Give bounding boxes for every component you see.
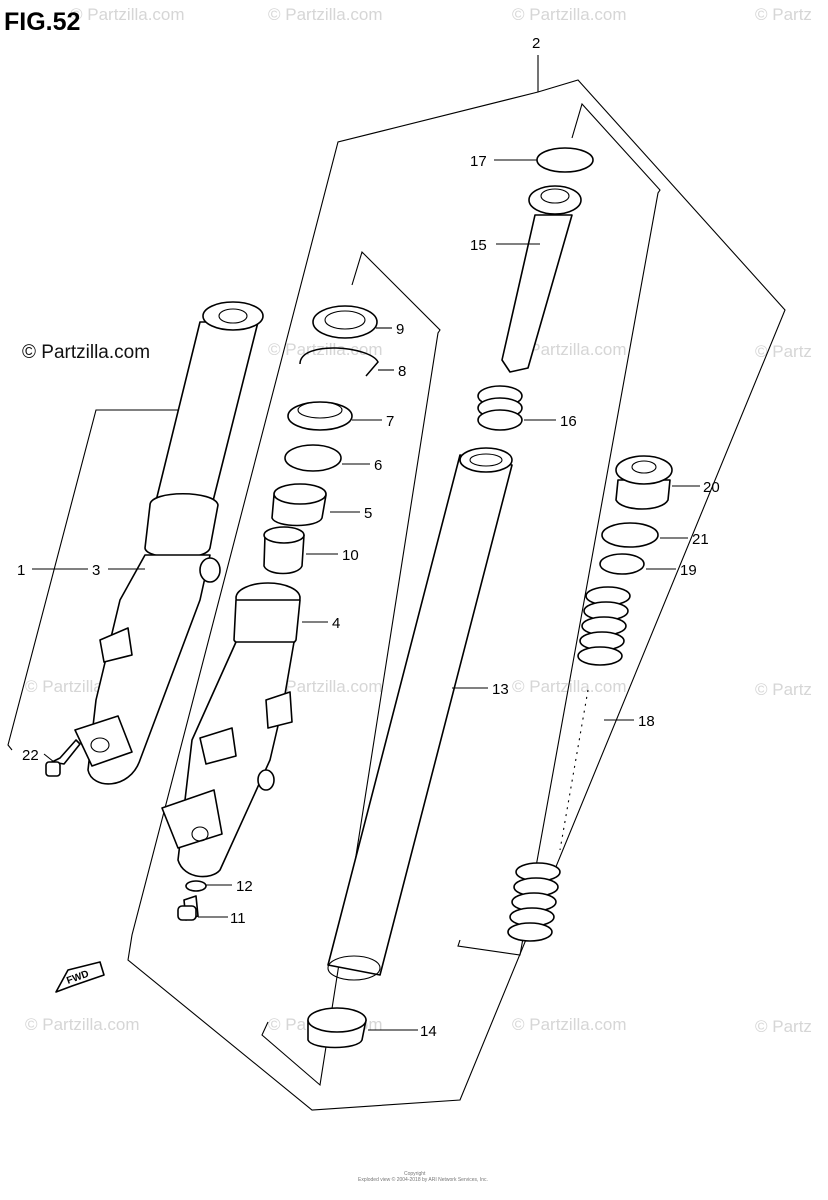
callout-18: 18 — [638, 713, 655, 730]
callout-labels: 1 2 3 4 5 6 7 8 9 10 11 12 13 14 15 16 1… — [17, 35, 720, 1040]
callout-1: 1 — [17, 562, 25, 579]
callout-13: 13 — [492, 681, 509, 698]
watermark: © Partz — [755, 342, 812, 361]
callout-19: 19 — [680, 562, 697, 579]
watermark-layer: © Partzilla.com © Partzilla.com © Partzi… — [25, 5, 812, 1036]
oil-seal-part-7 — [287, 401, 353, 431]
outer-tube-part-4 — [161, 582, 301, 878]
bushing-part-10 — [263, 526, 305, 575]
washer-part-12 — [185, 880, 207, 892]
cap-bolt-part-20 — [615, 455, 673, 510]
cylinder-part-15 — [501, 185, 582, 373]
watermark: © Partzilla.com — [512, 340, 627, 359]
inner-tube-part-13 — [327, 447, 513, 981]
spring-part-18 — [507, 586, 631, 942]
watermark: © Partzilla.com — [512, 677, 627, 696]
callout-15: 15 — [470, 237, 487, 254]
watermark: © Partz — [755, 1017, 812, 1036]
watermark: © Partz — [755, 680, 812, 699]
washer-part-6 — [284, 444, 342, 472]
callout-12: 12 — [236, 878, 253, 895]
callout-4: 4 — [332, 615, 340, 632]
forward-arrow-icon: FWD — [55, 961, 105, 993]
bracket-left-group — [7, 409, 188, 751]
callout-21: 21 — [692, 531, 709, 548]
bushing-part-5 — [271, 483, 327, 527]
callout-22: 22 — [22, 747, 39, 764]
watermark: © Partzilla.com — [512, 5, 627, 24]
watermark: © Partzilla.com — [25, 1015, 140, 1034]
dust-seal-part-9 — [312, 305, 378, 339]
watermark: © Partz — [755, 5, 812, 24]
callout-20: 20 — [703, 479, 720, 496]
callout-3: 3 — [92, 562, 100, 579]
bolt-part-11 — [177, 895, 199, 921]
partzilla-copyright: © Partzilla.com — [22, 342, 150, 363]
slide-bushing-part-14 — [307, 1007, 367, 1049]
stopper-ring-part-8 — [299, 347, 379, 377]
callout-5: 5 — [364, 505, 372, 522]
ring-part-17 — [536, 147, 594, 173]
callout-8: 8 — [398, 363, 406, 380]
callout-16: 16 — [560, 413, 577, 430]
bolt-part-22 — [45, 739, 81, 777]
callout-11: 11 — [230, 910, 246, 927]
callout-6: 6 — [374, 457, 382, 474]
bracket-tube-group — [261, 250, 441, 1087]
spring-part-16 — [477, 385, 523, 431]
footer-copyright-line1: Copyright — [404, 1171, 426, 1177]
callout-14: 14 — [420, 1023, 437, 1040]
callout-9: 9 — [396, 321, 404, 338]
o-ring-part-21 — [601, 522, 659, 548]
watermark: © Partzilla.com — [268, 5, 383, 24]
bracket-spring-group — [457, 102, 661, 956]
figure-title: FIG.52 — [4, 8, 80, 36]
watermark: © Partzilla.com — [70, 5, 185, 24]
callout-17: 17 — [470, 153, 487, 170]
assembly-outline-2 — [127, 79, 786, 1111]
footer-copyright-line2: Exploded view © 2004-2018 by ARI Network… — [358, 1176, 488, 1183]
leader-lines — [32, 159, 700, 1031]
watermark: © Partzilla.com — [268, 677, 383, 696]
washer-part-19 — [599, 553, 645, 575]
callout-10: 10 — [342, 547, 359, 564]
callout-7: 7 — [386, 413, 394, 430]
watermark: © Partzilla.com — [268, 340, 383, 359]
callout-2: 2 — [532, 35, 540, 52]
watermark: © Partzilla.com — [512, 1015, 627, 1034]
outer-tube-left-part-1 — [74, 301, 264, 785]
